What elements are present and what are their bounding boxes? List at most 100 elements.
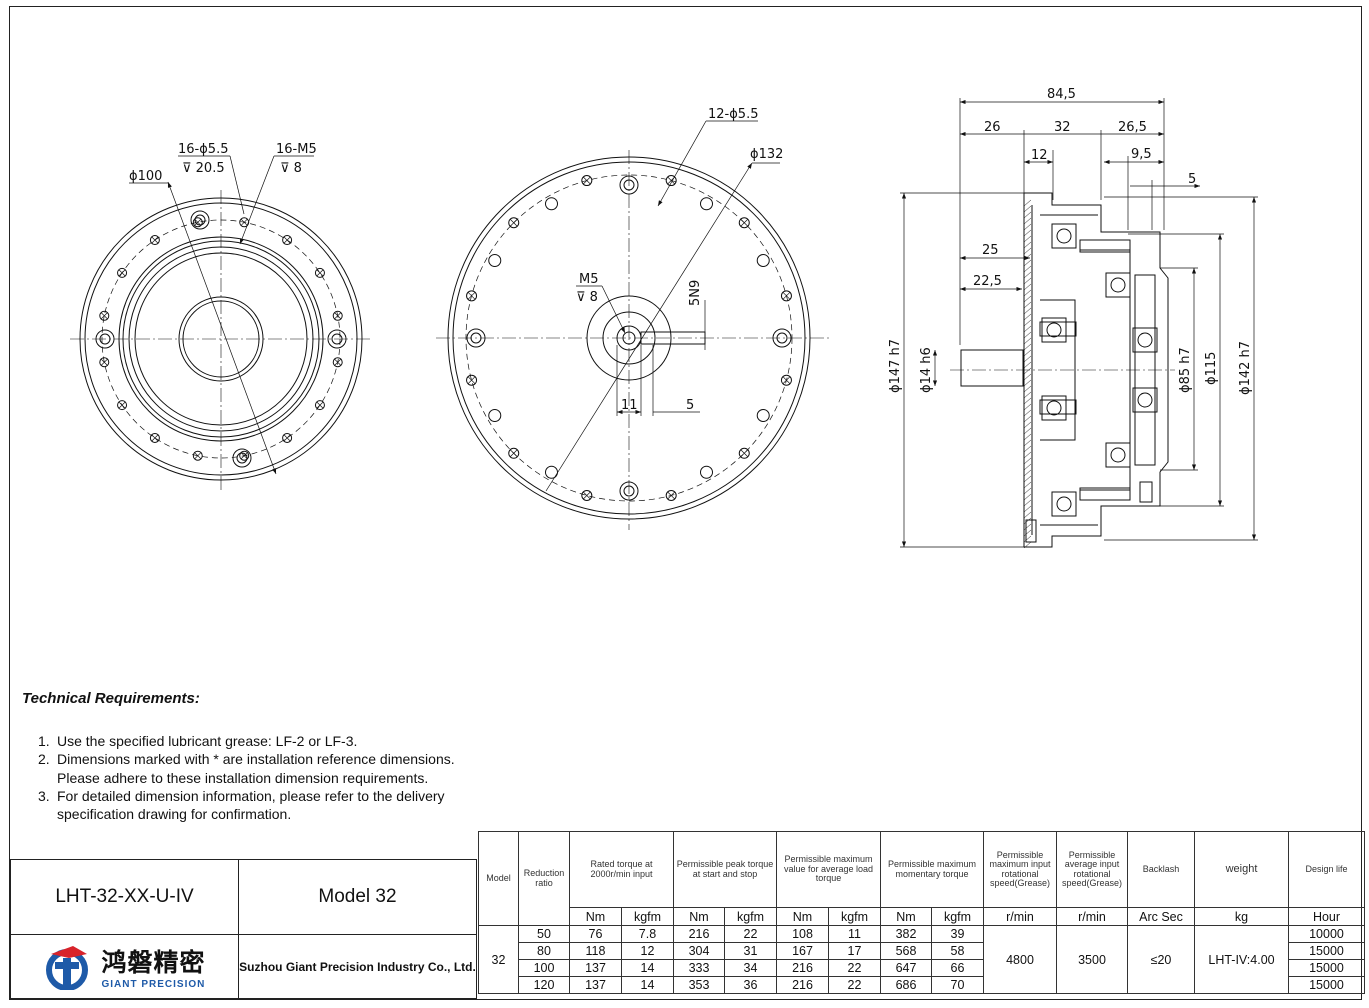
table-cell: 11 — [828, 925, 881, 943]
requirements-title: Technical Requirements: — [22, 690, 200, 707]
bolt-hole — [700, 465, 713, 479]
bearing-ball — [1110, 277, 1126, 293]
hole-mark — [334, 358, 342, 366]
bolt-hole — [780, 374, 792, 386]
unit-kgfm: kgfm — [931, 907, 984, 926]
table-cell: 167 — [776, 942, 829, 960]
hatch-line — [1023, 241, 1032, 249]
left-view: ϕ100 16-ϕ5.5 ⊽ 20.5 16-M5 ⊽ 8 — [70, 142, 370, 490]
hatch-line — [1023, 445, 1032, 453]
bolt-hole-ring — [95, 329, 115, 349]
bearing-ball — [1110, 447, 1126, 463]
bolt-hole-ring — [619, 481, 639, 501]
bearing — [1105, 272, 1131, 298]
hole-mark — [151, 236, 159, 244]
requirement-item: 1.Use the specified lubricant grease: LF… — [38, 733, 358, 749]
bolt-hole — [545, 197, 558, 211]
hdr-model: Model — [478, 831, 519, 926]
bolt-hole-ring — [619, 175, 639, 195]
center-holes-label: 12-ϕ5.5 — [708, 107, 758, 122]
bolt-hole — [581, 175, 593, 187]
table-cell: 50 — [518, 925, 570, 943]
dim-26-5: 26,5 — [1118, 120, 1147, 135]
hatch-line — [1023, 367, 1032, 375]
dim-32: 32 — [1054, 120, 1071, 135]
table-cell: 58 — [931, 942, 984, 960]
hatch-line — [1023, 229, 1032, 237]
hatch-line — [1023, 361, 1032, 369]
bearing-ball — [1137, 332, 1153, 348]
table-cell: 39 — [931, 925, 984, 943]
center-tap-depth: ⊽ 8 — [576, 290, 598, 305]
bearing-ball — [1056, 496, 1072, 512]
hatch-line — [1023, 451, 1032, 459]
table-cell: 120 — [518, 976, 570, 994]
table-cell: 568 — [880, 942, 932, 960]
bearing-ball — [1056, 228, 1072, 244]
table-cell: 14 — [621, 959, 674, 977]
table-cell: 34 — [724, 959, 777, 977]
requirement-item: 3.For detailed dimension information, pl… — [38, 787, 445, 804]
bolt-hole — [99, 333, 111, 345]
table-cell: LHT-IV:4.00 — [1194, 925, 1289, 994]
center-pcd-label: ϕ132 — [750, 147, 783, 162]
hatch-line — [1023, 481, 1032, 489]
hdr-peak: Permissible peak torque at start and sto… — [673, 831, 777, 908]
dim-147: ϕ147 h7 — [888, 339, 903, 393]
bolt-hole — [700, 197, 713, 211]
table-cell: 3500 — [1056, 925, 1128, 994]
hatch-line — [1023, 355, 1032, 363]
hatch-line — [1023, 319, 1032, 327]
bolt-hole — [332, 310, 343, 321]
bolt-hole — [99, 310, 110, 321]
hatch-line — [1023, 415, 1032, 423]
bearing-ball — [1046, 322, 1062, 338]
hatch-line — [1023, 475, 1032, 483]
table-cell: 70 — [931, 976, 984, 994]
hole-mark — [283, 434, 291, 442]
hole-mark — [118, 269, 126, 277]
table-cell: 333 — [673, 959, 725, 977]
hatch-line — [1023, 379, 1032, 387]
unit-rmin: r/min — [983, 907, 1057, 926]
hatch-line — [1023, 259, 1032, 267]
bearing — [1105, 442, 1131, 468]
dim-115: ϕ115 — [1204, 352, 1219, 385]
hdr-ratio: Reduction ratio — [518, 831, 570, 926]
dim-25: 25 — [982, 243, 999, 258]
unit-kg: kg — [1194, 907, 1289, 926]
bolt-hole — [623, 179, 635, 191]
bolt-hole — [282, 432, 293, 443]
center-dim-11: 11 — [621, 398, 638, 413]
table-cell: 15000 — [1288, 959, 1365, 977]
hole-mark — [583, 176, 591, 185]
hole-mark — [782, 292, 791, 300]
hatch-line — [1023, 205, 1032, 213]
unit-nm: Nm — [776, 907, 829, 926]
unit-hour: Hour — [1288, 907, 1365, 926]
hatch-line — [1023, 535, 1032, 543]
unit-kgfm: kgfm — [621, 907, 674, 926]
hatch-line — [1023, 325, 1032, 333]
hole-mark — [151, 434, 159, 442]
bolt-hole — [780, 290, 792, 302]
hatch-line — [1023, 223, 1032, 231]
hatch-line — [1023, 217, 1032, 225]
table-cell: 15000 — [1288, 942, 1365, 960]
table-cell: 216 — [776, 959, 829, 977]
title-block: LHT-32-XX-U-IV Model 32 鸿磐精密 GIANT PRECI… — [10, 859, 477, 999]
hatch-line — [1023, 211, 1032, 219]
bolt-hole — [470, 332, 482, 344]
unit-kgfm: kgfm — [828, 907, 881, 926]
hatch-line — [1023, 463, 1032, 471]
hatch-line — [1023, 529, 1032, 537]
hatch-line — [1023, 511, 1032, 519]
hatch-line — [1023, 385, 1032, 393]
requirements-list: 1.Use the specified lubricant grease: LF… — [38, 732, 455, 823]
table-cell: 304 — [673, 942, 725, 960]
model-name: Model 32 — [238, 859, 477, 935]
bolt-hole — [466, 374, 478, 386]
bolt-hole — [508, 447, 520, 459]
table-cell: 647 — [880, 959, 932, 977]
